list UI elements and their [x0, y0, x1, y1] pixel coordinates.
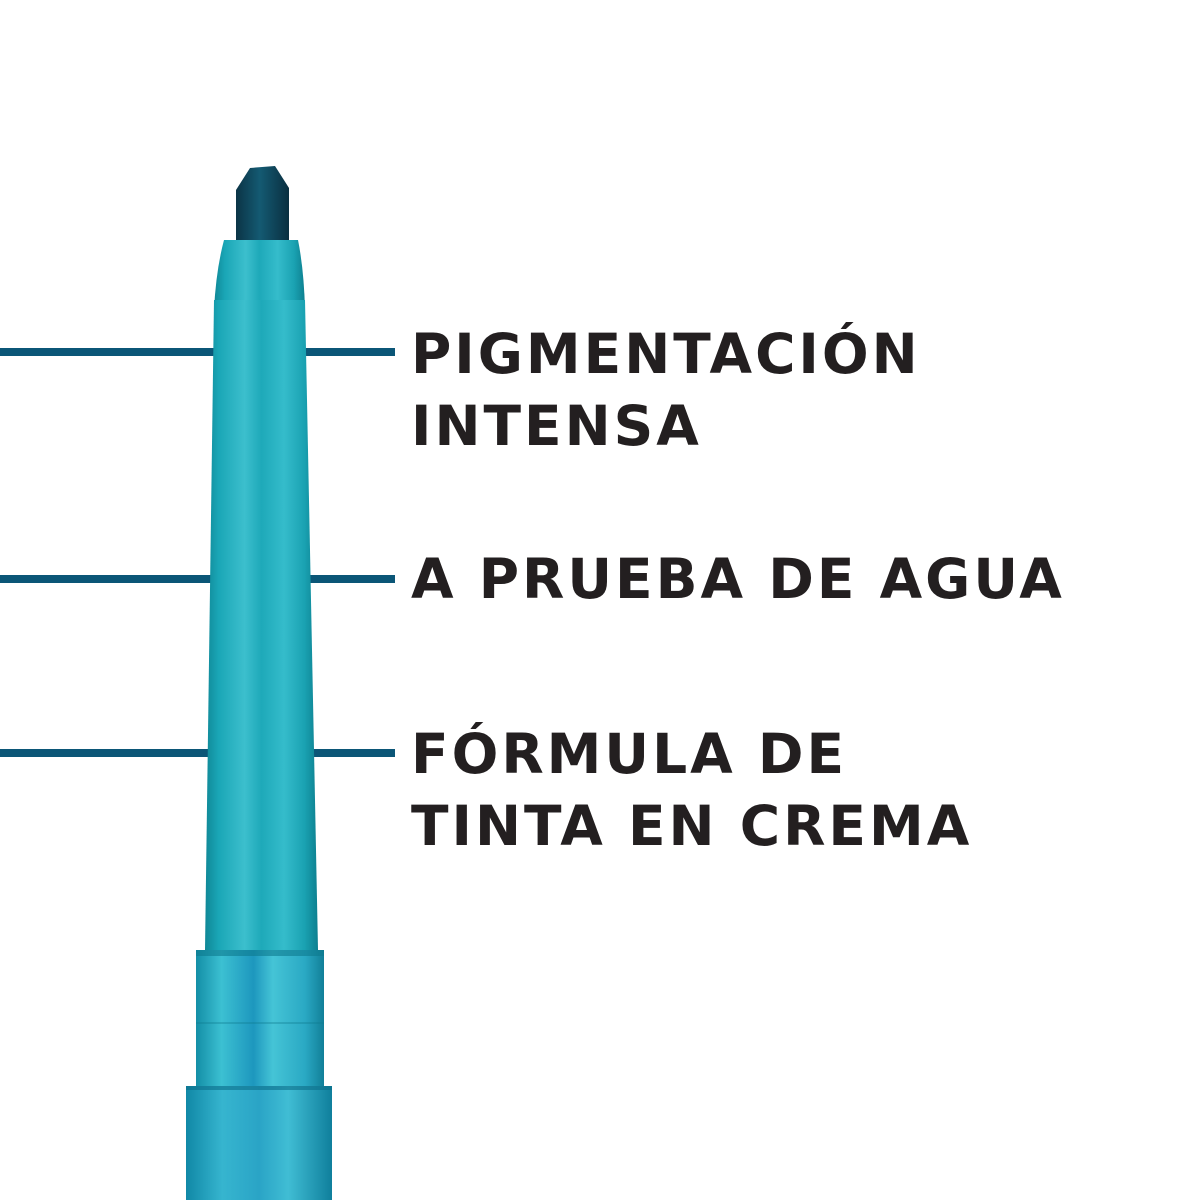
- callout-2-line-1: A PRUEBA DE AGUA: [411, 547, 1065, 611]
- callout-line-2-left: [0, 575, 212, 583]
- callout-line-1-left: [0, 348, 215, 356]
- callout-line-3-right: [310, 749, 395, 757]
- callout-3-line-2: TINTA EN CREMA: [411, 794, 973, 858]
- callout-cream-ink-formula: FÓRMULA DE TINTA EN CREMA: [411, 718, 972, 862]
- callout-line-3-left: [0, 749, 209, 757]
- callout-3-line-1: FÓRMULA DE: [411, 722, 848, 786]
- callout-intense-pigmentation: PIGMENTACIÓN INTENSA: [411, 318, 921, 462]
- callout-1-line-2: INTENSA: [411, 394, 702, 458]
- callout-line-2-right: [308, 575, 395, 583]
- callout-waterproof: A PRUEBA DE AGUA: [411, 543, 1065, 615]
- callout-line-1-right: [305, 348, 395, 356]
- callout-1-line-1: PIGMENTACIÓN: [411, 322, 921, 386]
